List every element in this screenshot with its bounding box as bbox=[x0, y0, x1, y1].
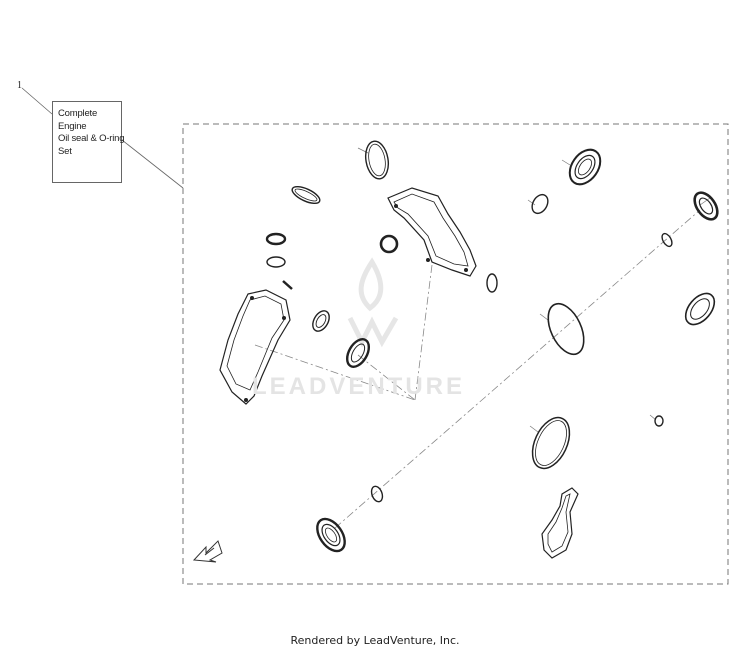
leader-tick bbox=[561, 159, 571, 166]
gasket-hole bbox=[426, 258, 430, 262]
axis-line-lower-left bbox=[254, 344, 416, 401]
o-ring-small-b bbox=[266, 256, 286, 268]
footer-credit: Rendered by LeadVenture, Inc. bbox=[290, 634, 460, 647]
oil-seal-bottom bbox=[316, 517, 346, 553]
o-ring-flat bbox=[291, 185, 321, 205]
leader-tick bbox=[529, 425, 539, 433]
part-label-line: Set bbox=[58, 145, 72, 157]
part-label-line: Oil seal & O-ring bbox=[58, 133, 125, 144]
part-label-line: Complete bbox=[58, 108, 98, 119]
callout-number: 1 bbox=[17, 80, 22, 91]
part-label-line: Engine bbox=[58, 120, 87, 132]
oil-seal-top bbox=[568, 148, 602, 186]
o-ring-oval-lower bbox=[531, 416, 571, 470]
o-ring-large-top bbox=[364, 140, 390, 180]
o-ring-tiny-lower bbox=[654, 415, 664, 427]
oil-seal-right-upper bbox=[693, 191, 719, 221]
gasket-hole bbox=[244, 398, 248, 402]
o-ring-small-a bbox=[265, 232, 287, 246]
leader-tick bbox=[699, 197, 711, 206]
gasket-lower-right-inner bbox=[547, 493, 571, 553]
part-label-box: Complete Engine Oil seal & O-ring Set bbox=[52, 101, 125, 183]
leader-tick bbox=[539, 313, 549, 321]
oil-seal-right-mid bbox=[684, 292, 716, 326]
leader-tick bbox=[527, 199, 536, 206]
callout-leader-line bbox=[21, 87, 53, 115]
o-ring-small-c bbox=[379, 234, 399, 254]
o-ring-large-center bbox=[547, 302, 585, 356]
axis-line-main bbox=[334, 209, 701, 529]
o-ring-small-e bbox=[486, 273, 498, 293]
o-ring-large-top-inner bbox=[368, 143, 386, 177]
gasket-left-inner bbox=[226, 295, 285, 391]
o-ring-flat-inner bbox=[294, 188, 318, 202]
gasket-hole bbox=[464, 268, 468, 272]
gasket-lower-right bbox=[541, 487, 579, 559]
axis-line-upper bbox=[414, 264, 433, 401]
pin-part bbox=[282, 280, 293, 290]
o-ring-tiny-right bbox=[661, 232, 673, 248]
axis-line-lower-mid bbox=[357, 354, 416, 401]
front-direction-arrow-icon bbox=[192, 540, 223, 563]
oil-seal-left-small bbox=[312, 310, 330, 332]
gasket-upper bbox=[387, 187, 477, 277]
kit-dashed-boundary bbox=[182, 123, 729, 585]
gasket-hole bbox=[250, 296, 254, 300]
gasket-left bbox=[219, 289, 291, 405]
gasket-hole bbox=[282, 316, 286, 320]
gasket-upper-inner bbox=[393, 193, 469, 267]
gasket-hole bbox=[394, 204, 398, 208]
watermark-logo bbox=[347, 257, 399, 348]
o-ring-small-bottom bbox=[370, 485, 384, 503]
o-ring-small-d bbox=[531, 193, 549, 215]
o-ring-oval-lower-inner bbox=[535, 420, 567, 466]
box-leader-line bbox=[121, 139, 184, 189]
oil-seal-center bbox=[345, 338, 371, 368]
watermark-text: LEADVENTURE bbox=[252, 373, 466, 400]
